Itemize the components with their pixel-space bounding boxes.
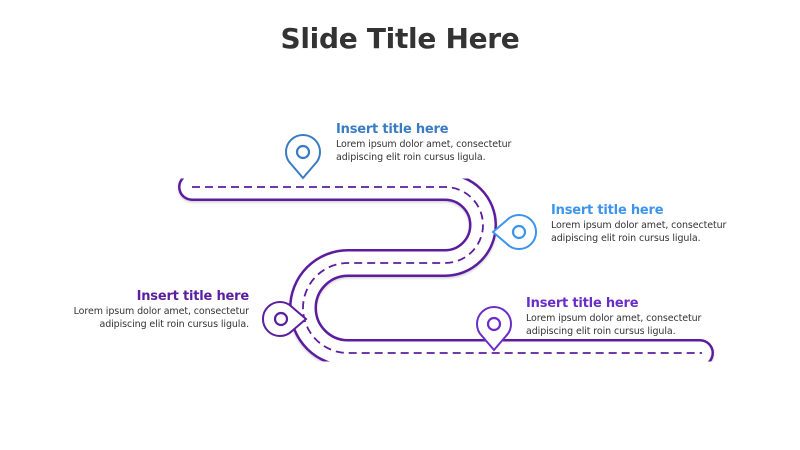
map-pin-icon bbox=[476, 305, 512, 352]
callout-body: Lorem ipsum dolor amet, consectetur adip… bbox=[19, 306, 249, 331]
callout-body-line: adipiscing elit roin cursus ligula. bbox=[526, 325, 676, 337]
callout-body-line: Lorem ipsum dolor amet, consectetur bbox=[526, 313, 702, 324]
map-pin-icon bbox=[491, 214, 538, 250]
callout-body: Lorem ipsum dolor amet, consectetur adip… bbox=[551, 220, 781, 245]
road-center-dashes bbox=[192, 186, 702, 354]
slide-title: Slide Title Here bbox=[280, 22, 520, 55]
map-pin-icon bbox=[285, 133, 321, 180]
callout-title: Insert title here bbox=[336, 122, 449, 137]
callout-4: Insert title here Lorem ipsum dolor amet… bbox=[526, 296, 756, 338]
callout-1: Insert title here Lorem ipsum dolor amet… bbox=[336, 122, 566, 164]
callout-body-line: Lorem ipsum dolor amet, consectetur bbox=[336, 139, 512, 150]
callout-body-line: adipiscing elit roin cursus ligula. bbox=[336, 151, 486, 163]
callout-title: Insert title here bbox=[136, 289, 250, 304]
callout-title: Insert title here bbox=[551, 203, 664, 218]
callout-body: Lorem ipsum dolor amet, consectetur adip… bbox=[336, 139, 566, 164]
callout-body: Lorem ipsum dolor amet, consectetur adip… bbox=[526, 313, 756, 338]
callout-title: Insert title here bbox=[526, 296, 639, 311]
callout-body-line: Lorem ipsum dolor amet, consectetur bbox=[551, 220, 727, 231]
callout-2: Insert title here Lorem ipsum dolor amet… bbox=[551, 203, 781, 245]
callout-body-line: Lorem ipsum dolor amet, consectetur bbox=[73, 306, 249, 317]
callout-3: Insert title here Lorem ipsum dolor amet… bbox=[19, 289, 250, 331]
map-pin-icon bbox=[261, 301, 308, 337]
callout-body-line: adipiscing elit roin cursus ligula. bbox=[99, 318, 249, 330]
callout-body-line: adipiscing elit roin cursus ligula. bbox=[551, 232, 701, 244]
